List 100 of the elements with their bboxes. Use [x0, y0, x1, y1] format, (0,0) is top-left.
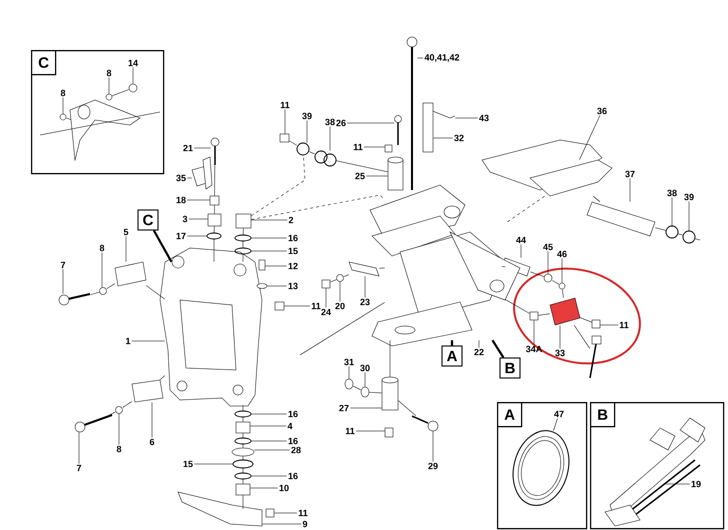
callout-number: 44	[516, 236, 526, 244]
leader-line	[132, 67, 134, 84]
pin	[422, 102, 434, 152]
callout-number: 11	[620, 322, 628, 328]
nut	[592, 320, 600, 328]
leader-line	[364, 276, 366, 298]
o-ring-pair	[314, 150, 336, 166]
assembly-line	[369, 392, 382, 394]
callout-number: 11	[354, 144, 362, 150]
callout-number: 27	[339, 404, 349, 412]
o-ring	[234, 248, 252, 254]
assembly-line	[580, 317, 592, 323]
callout-number: 39	[684, 194, 694, 200]
o-ring	[666, 226, 678, 238]
plate	[348, 262, 380, 276]
washer	[336, 274, 344, 282]
bushing	[236, 214, 252, 228]
seal-ring	[512, 430, 570, 506]
callout-number: 11	[298, 510, 308, 516]
callout-number: 36	[597, 108, 607, 114]
assembly-line	[530, 272, 544, 277]
callout-number: 39	[302, 112, 312, 120]
assembly-line	[242, 241, 244, 248]
leader-line	[274, 512, 298, 514]
leader-line	[251, 250, 287, 252]
spacer	[530, 312, 538, 320]
assembly-line	[562, 289, 564, 298]
callout-number: 15	[184, 460, 193, 468]
assembly-line	[66, 118, 71, 120]
callout-number: 13	[288, 282, 298, 290]
callout-number: 47	[554, 410, 564, 418]
washer	[115, 406, 123, 414]
leader-line	[306, 120, 308, 143]
assembly-line	[309, 151, 315, 154]
callout-number: 11	[280, 102, 290, 108]
assembly-line	[110, 412, 116, 415]
callout-number: 8	[100, 244, 104, 252]
washer	[360, 386, 370, 398]
assembly-line	[90, 292, 100, 296]
view-letter-box: A	[442, 346, 462, 366]
leader-line	[432, 431, 434, 462]
bolt	[406, 36, 418, 190]
assembly-line	[242, 495, 244, 510]
assembly-line	[251, 155, 306, 216]
frame-detail-drawing	[40, 100, 160, 160]
leader-line	[62, 269, 64, 294]
o-ring	[206, 232, 222, 240]
bolt	[274, 302, 284, 310]
callout-number: 17	[176, 232, 186, 240]
callout-number: 26	[336, 120, 346, 126]
callout-number: 8	[106, 70, 112, 76]
leader-line	[356, 430, 385, 432]
assembly-line	[552, 280, 559, 284]
callout-number: 46	[557, 250, 567, 258]
assembly-line	[242, 417, 244, 422]
leader-line	[364, 146, 385, 148]
assembly-line	[214, 226, 215, 233]
assembly-line	[160, 375, 165, 380]
assembly-line	[214, 205, 215, 214]
plate	[114, 262, 146, 286]
callout-number: 11	[346, 428, 354, 434]
bushing	[550, 298, 580, 326]
leader-line	[132, 340, 165, 342]
callout-number: 35	[176, 174, 186, 182]
callout-number: 32	[454, 134, 464, 142]
callout-number: 37	[625, 170, 635, 178]
callout-number: 1	[126, 338, 130, 344]
callout-number: 4	[288, 422, 292, 430]
bracket	[192, 156, 212, 190]
leader-line	[688, 201, 690, 231]
bolt	[394, 115, 402, 145]
leader-line	[579, 115, 600, 160]
pin	[382, 376, 398, 410]
washer	[558, 282, 566, 290]
assembly-line	[242, 444, 244, 448]
callout-number: 14	[128, 60, 138, 66]
assembly-line	[330, 279, 336, 282]
washer	[256, 283, 268, 289]
assembly-line	[655, 227, 666, 231]
callout-number: 19	[692, 480, 701, 488]
washer	[106, 94, 112, 100]
view-letter-box: B	[500, 358, 520, 378]
bolt	[589, 336, 602, 378]
bolt	[412, 415, 438, 432]
bolt	[210, 138, 220, 165]
callout-number: 43	[479, 114, 489, 122]
leader-line	[478, 340, 480, 348]
callout-number: 45	[543, 244, 553, 250]
assembly-line	[242, 468, 244, 473]
bolt	[322, 280, 330, 288]
callout-number: 20	[335, 302, 345, 310]
leader-line	[364, 372, 366, 387]
assembly-line	[353, 386, 361, 390]
bracket	[482, 140, 612, 196]
callout-number: 6	[150, 438, 154, 446]
nut	[128, 84, 138, 92]
bolt	[58, 293, 90, 306]
assembly-line	[593, 196, 600, 202]
assembly-line	[242, 456, 244, 460]
callout-number: 33	[555, 350, 565, 356]
